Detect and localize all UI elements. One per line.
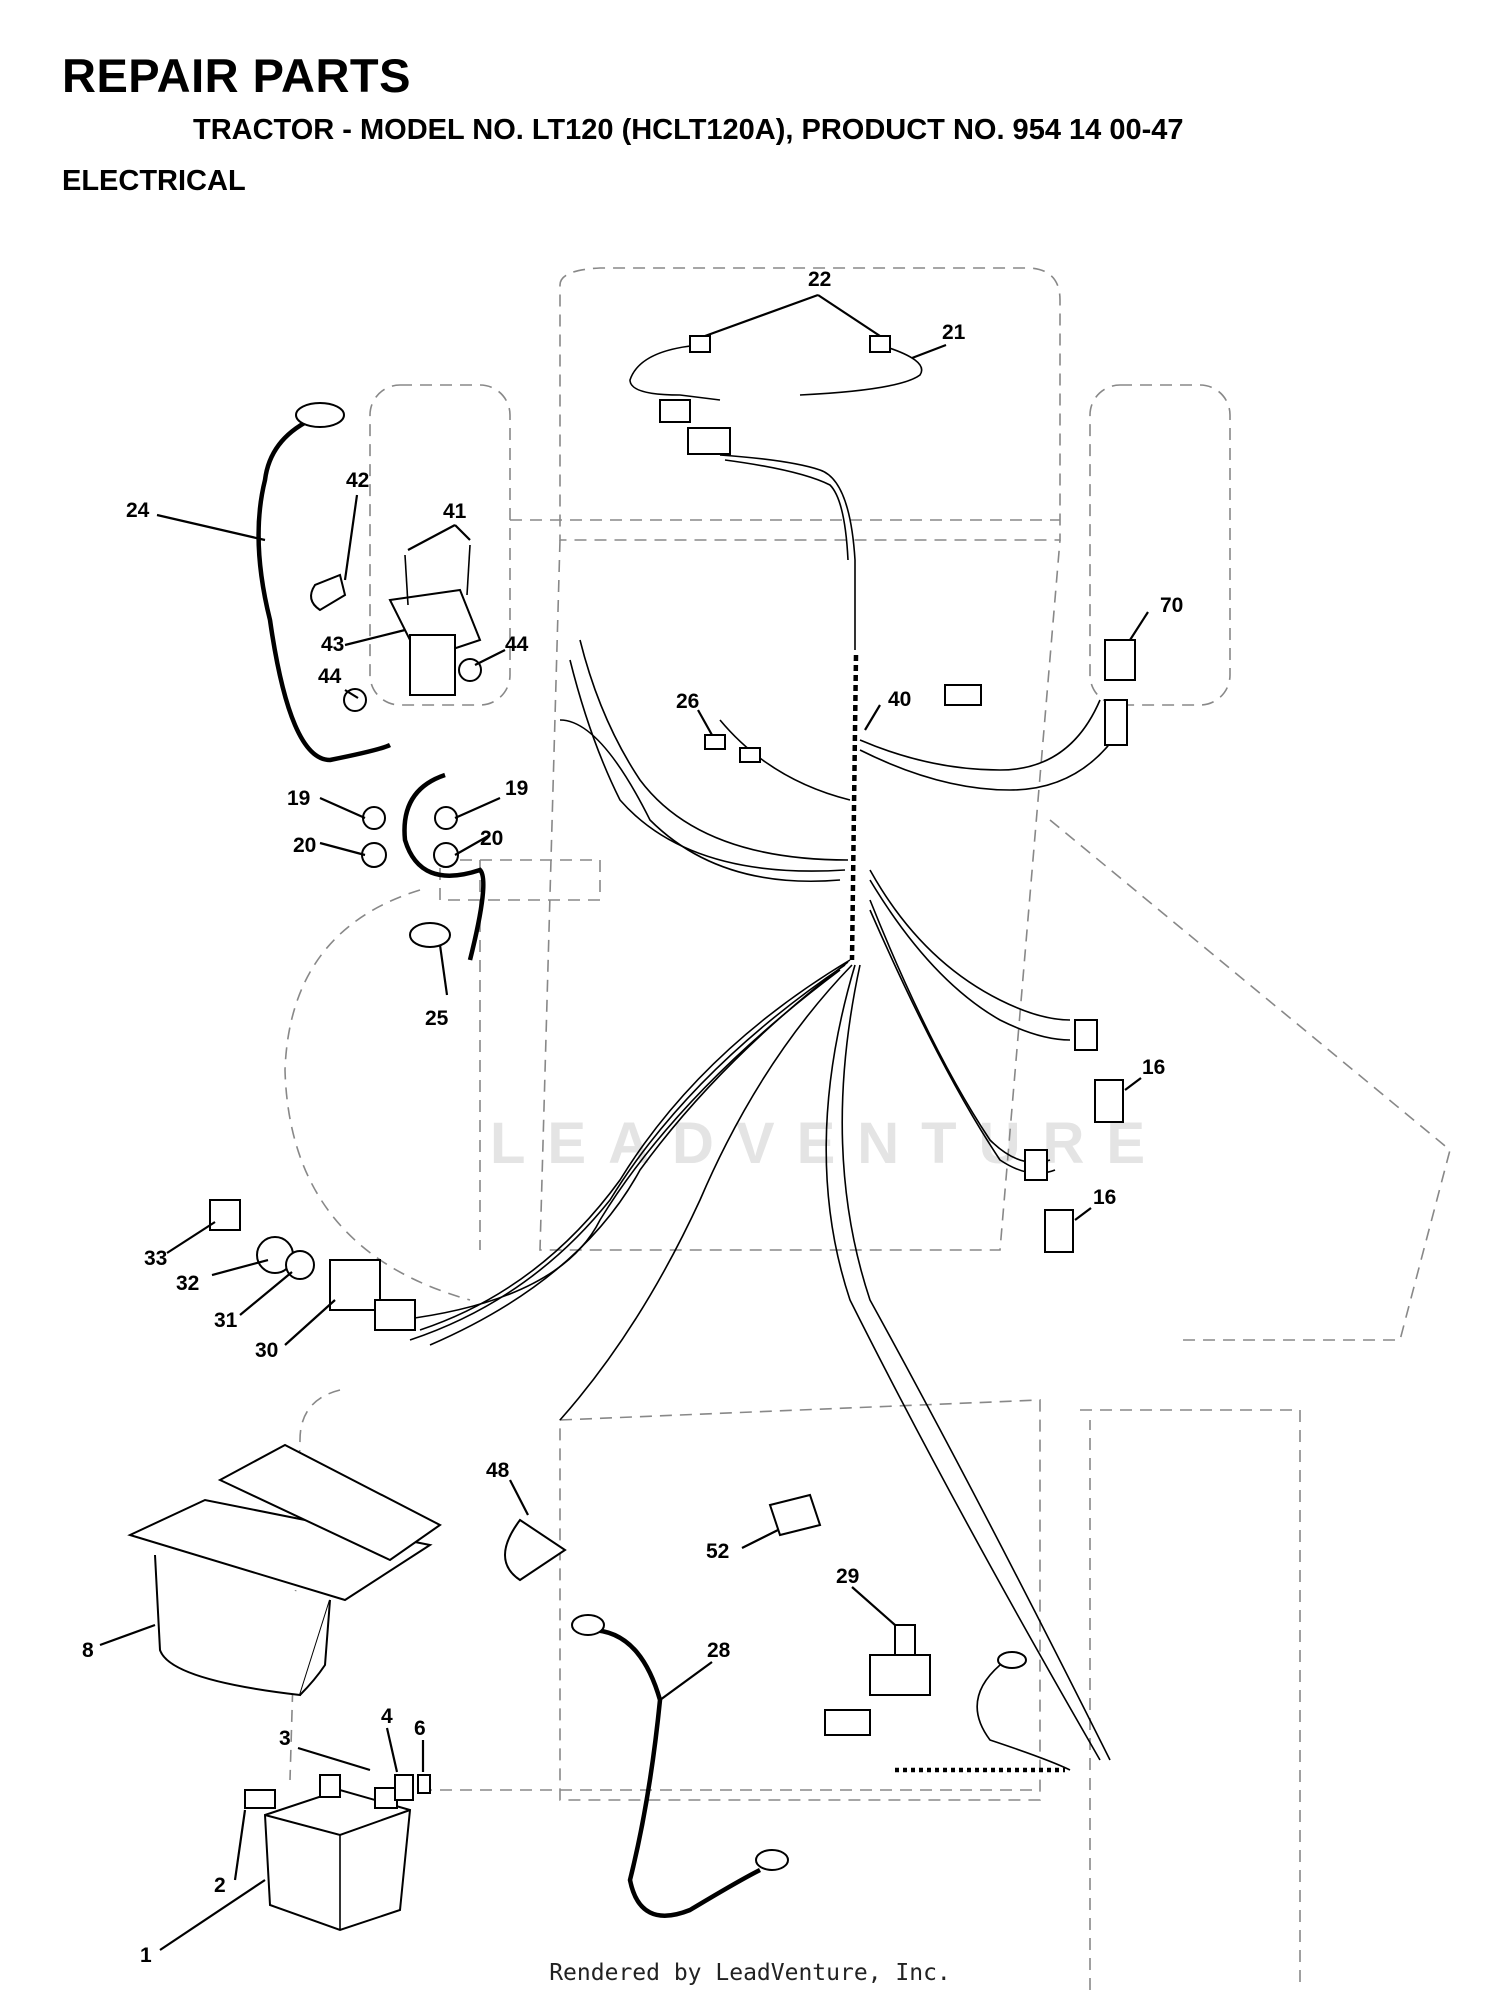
callout-21: 21	[942, 321, 966, 344]
callout-25: 25	[425, 1007, 449, 1030]
cable-28	[589, 1627, 762, 1918]
cable-24	[256, 417, 392, 763]
section-heading: ELECTRICAL	[62, 165, 246, 197]
callout-20-right: 20	[480, 827, 503, 850]
connector-48	[504, 1518, 567, 1582]
callout-42: 42	[346, 469, 369, 492]
battery	[244, 1774, 431, 1932]
callout-33: 33	[144, 1247, 167, 1270]
callout-20-left: 20	[293, 834, 316, 857]
callout-22: 22	[808, 268, 831, 291]
headlight-harness	[629, 335, 923, 650]
page-subtitle: TRACTOR - MODEL NO. LT120 (HCLT120A), PR…	[193, 114, 1184, 146]
ignition-switch	[209, 1199, 416, 1331]
callout-44-left: 44	[318, 665, 342, 688]
callout-1: 1	[140, 1944, 152, 1967]
callout-26: 26	[676, 690, 699, 713]
callout-labels: 22 21 42 41 24 43 44 44 70 26 40 19 19 2…	[82, 268, 1183, 1967]
callout-24: 24	[126, 499, 150, 522]
callout-28: 28	[707, 1639, 731, 1662]
callout-30: 30	[255, 1339, 278, 1362]
main-harness	[399, 639, 1121, 1761]
callout-16-lower: 16	[1093, 1186, 1116, 1209]
callout-8: 8	[82, 1639, 94, 1662]
callout-19-left: 19	[287, 787, 310, 810]
callout-31: 31	[214, 1309, 238, 1332]
callout-6: 6	[414, 1717, 426, 1740]
callout-40: 40	[888, 688, 911, 711]
callout-32: 32	[176, 1272, 199, 1295]
page-title: REPAIR PARTS	[62, 49, 411, 102]
callout-3: 3	[279, 1727, 291, 1750]
callout-4: 4	[381, 1705, 393, 1728]
connector-52	[768, 1493, 822, 1537]
callout-52: 52	[706, 1540, 729, 1563]
solenoid	[310, 544, 482, 868]
callout-44-right: 44	[505, 633, 529, 656]
switch-16-a	[1094, 1079, 1124, 1123]
callout-70: 70	[1160, 594, 1183, 617]
callout-19-right: 19	[505, 777, 528, 800]
battery-box	[127, 1443, 442, 1697]
callout-48: 48	[486, 1459, 510, 1482]
switch-16-b	[1044, 1209, 1074, 1253]
callout-16-upper: 16	[1142, 1056, 1165, 1079]
callout-2: 2	[214, 1874, 226, 1897]
switch-70	[1104, 639, 1136, 681]
footer-credit: Rendered by LeadVenture, Inc.	[549, 1960, 951, 1986]
callout-43: 43	[321, 633, 344, 656]
callout-29: 29	[836, 1565, 859, 1588]
coiled-cable	[824, 1624, 1071, 1773]
callout-41: 41	[443, 500, 467, 523]
cable-25	[402, 772, 486, 961]
leader-lines	[99, 293, 1149, 1951]
